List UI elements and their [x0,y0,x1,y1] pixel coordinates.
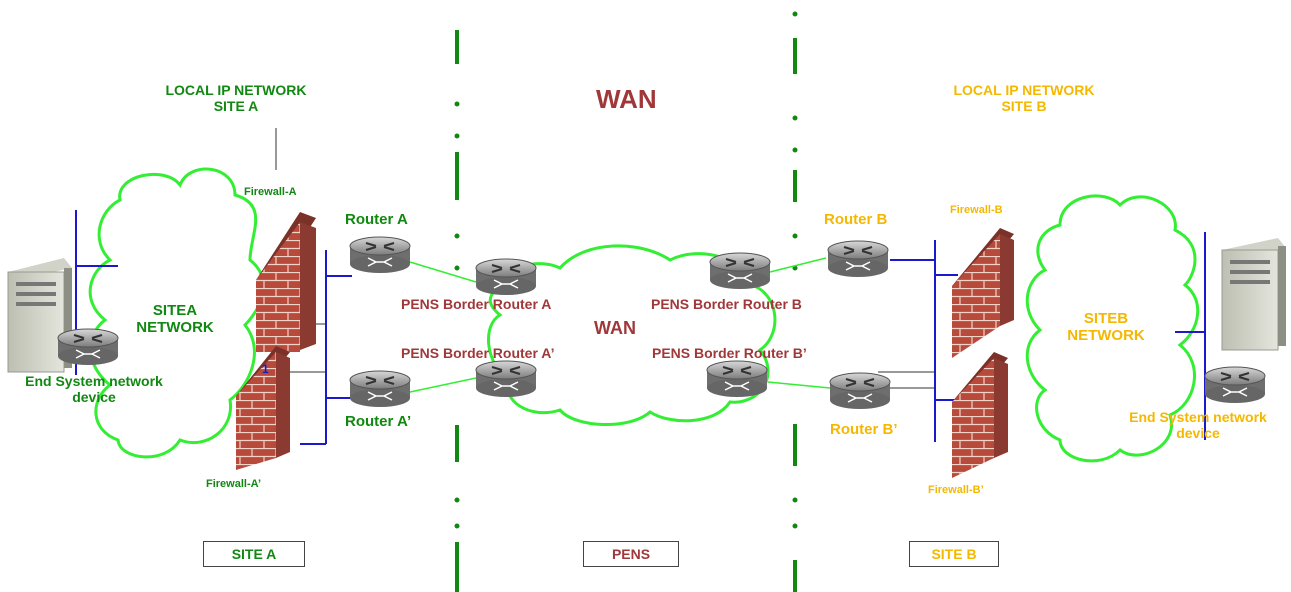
site-b-title-line2: SITE B [1001,98,1047,114]
site-a-box: SITE A [203,541,305,567]
border-router-a-icon [475,258,537,296]
site-b-network-label: SITEB NETWORK [1056,310,1156,344]
router-a-icon [349,236,411,274]
router-b-icon [827,240,889,278]
border-router-b-prime-label: PENS Border Router B’ [652,345,807,361]
divider-right [792,11,798,592]
site-a-network-line2: NETWORK [136,319,214,336]
site-b-box: SITE B [909,541,999,567]
site-a-network-label: SITEA NETWORK [125,302,225,336]
firewall-b-prime-label: Firewall-B’ [928,484,984,496]
firewall-port-label: 1 [262,362,269,376]
site-a-network-line1: SITEA [152,302,198,319]
site-b-cloud [1025,194,1200,463]
border-router-a-prime-label: PENS Border Router A’ [401,345,555,361]
site-a-title-line2: SITE A [213,98,259,114]
router-b-label: Router B [824,211,888,228]
wan-zone-title: WAN [596,84,657,114]
site-b-network-line1: SITEB [1083,310,1129,327]
site-b-end-system-label: End System network device [1110,409,1286,441]
pens-box: PENS [583,541,679,567]
server-a-icon [7,258,72,373]
end-system-router-a-icon [57,328,119,366]
border-router-b-prime-icon [706,360,768,398]
site-a-title-line1: LOCAL IP NETWORK [165,82,307,98]
firewall-a-prime-icon [236,346,290,470]
site-a-cloud [88,167,265,459]
router-a-prime-label: Router A’ [345,413,412,430]
site-b-end-system-line2: device [1176,425,1220,441]
border-router-b-icon [709,252,771,290]
end-system-router-b-icon [1204,366,1266,404]
border-router-a-label: PENS Border Router A [401,296,552,312]
router-a-prime-icon [349,370,411,408]
divider-left [454,30,460,592]
site-b-title-line1: LOCAL IP NETWORK [953,82,1095,98]
border-router-b-label: PENS Border Router B [651,296,802,312]
wan-links [409,257,831,393]
border-router-a-prime-icon [475,360,537,398]
server-b-icon [1221,238,1286,351]
site-b-zone-title: LOCAL IP NETWORK SITE B [934,82,1114,114]
firewall-a-icon [256,212,316,352]
firewall-b-label: Firewall-B [950,204,1003,216]
firewall-b-icon [952,228,1014,358]
site-a-zone-title: LOCAL IP NETWORK SITE A [146,82,326,114]
firewall-a-label: Firewall-A [244,186,297,198]
firewall-b-prime-icon [952,352,1008,478]
site-a-end-system-label: End System network device [8,373,180,405]
site-b-network-line2: NETWORK [1067,327,1145,344]
firewall-a-prime-label: Firewall-A’ [206,478,262,490]
site-a-end-system-line2: device [72,389,116,405]
wan-cloud-label: WAN [594,318,636,338]
router-a-label: Router A [345,211,408,228]
site-b-end-system-line1: End System network [1129,409,1267,425]
router-b-prime-icon [829,372,891,410]
site-a-end-system-line1: End System network [25,373,163,389]
site-b-lan-lines [890,232,1206,442]
router-b-prime-label: Router B’ [830,421,898,438]
